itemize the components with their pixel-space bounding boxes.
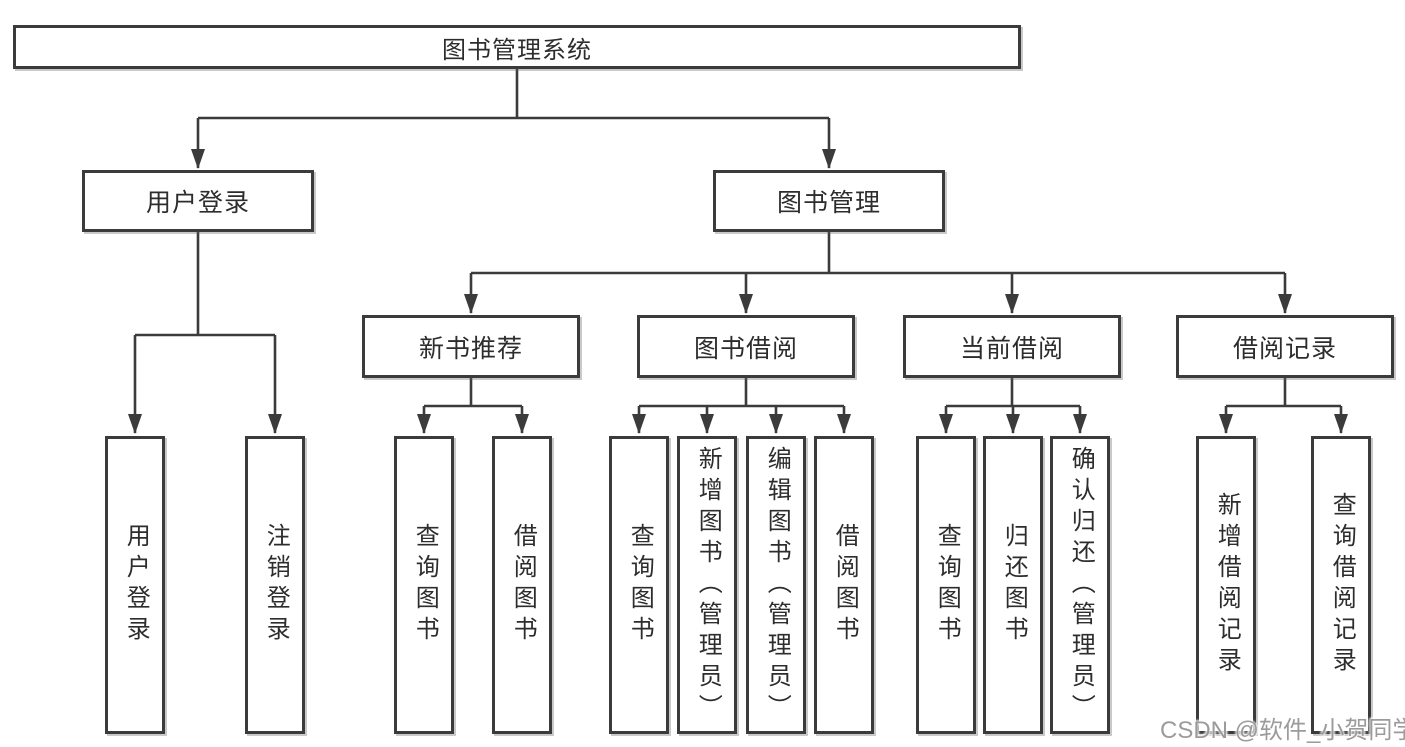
leaf-add-book-admin-label: 新增图书（管理员）	[694, 445, 722, 725]
leaf-borrow-book-1: 借阅图书	[492, 436, 552, 734]
leaf-user-login-label: 用户登录	[122, 523, 150, 647]
leaf-borrow-book-2: 借阅图书	[814, 436, 874, 734]
leaf-add-borrow-record-label: 新增借阅记录	[1213, 492, 1241, 678]
node-user-login-label: 用户登录	[145, 189, 250, 217]
leaf-borrow-book-1-label: 借阅图书	[509, 523, 537, 647]
node-user-login: 用户登录	[82, 170, 314, 232]
node-new-book-recommend-label: 新书推荐	[418, 334, 523, 363]
leaf-query-book-2: 查询图书	[609, 436, 669, 734]
leaf-logout-label: 注销登录	[262, 523, 290, 647]
node-borrow-records: 借阅记录	[1176, 315, 1394, 378]
leaf-edit-book-admin: 编辑图书（管理员）	[746, 436, 806, 734]
leaf-query-borrow-record-label: 查询借阅记录	[1328, 492, 1356, 678]
leaf-query-book-3: 查询图书	[916, 436, 976, 734]
node-root-label: 图书管理系统	[442, 36, 592, 64]
leaf-borrow-book-2-label: 借阅图书	[831, 523, 859, 647]
leaf-user-login: 用户登录	[105, 436, 165, 734]
leaf-query-book-3-label: 查询图书	[933, 523, 961, 647]
leaf-query-book-1-label: 查询图书	[411, 523, 439, 647]
leaf-confirm-return-admin: 确认归还（管理员）	[1050, 436, 1110, 734]
leaf-query-borrow-record: 查询借阅记录	[1311, 436, 1371, 734]
node-new-book-recommend: 新书推荐	[362, 315, 580, 378]
leaf-return-book: 归还图书	[983, 436, 1043, 734]
node-book-management-label: 图书管理	[776, 189, 881, 217]
node-book-borrow-label: 图书借阅	[693, 334, 798, 363]
node-current-borrow-label: 当前借阅	[959, 334, 1064, 363]
node-book-borrow: 图书借阅	[637, 315, 855, 378]
node-current-borrow: 当前借阅	[903, 315, 1121, 378]
node-root: 图书管理系统	[13, 25, 1021, 69]
leaf-edit-book-admin-label: 编辑图书（管理员）	[763, 445, 791, 725]
leaf-confirm-return-admin-label: 确认归还（管理员）	[1067, 445, 1095, 725]
leaf-add-borrow-record: 新增借阅记录	[1196, 436, 1256, 734]
node-borrow-records-label: 借阅记录	[1232, 334, 1337, 363]
leaf-add-book-admin: 新增图书（管理员）	[677, 436, 737, 734]
leaf-return-book-label: 归还图书	[1000, 523, 1028, 647]
csdn-watermark: CSDN @软件_小贺同学	[1160, 717, 1405, 744]
node-book-management: 图书管理	[713, 170, 945, 232]
leaf-logout: 注销登录	[245, 436, 305, 734]
leaf-query-book-2-label: 查询图书	[626, 523, 654, 647]
leaf-query-book-1: 查询图书	[394, 436, 454, 734]
